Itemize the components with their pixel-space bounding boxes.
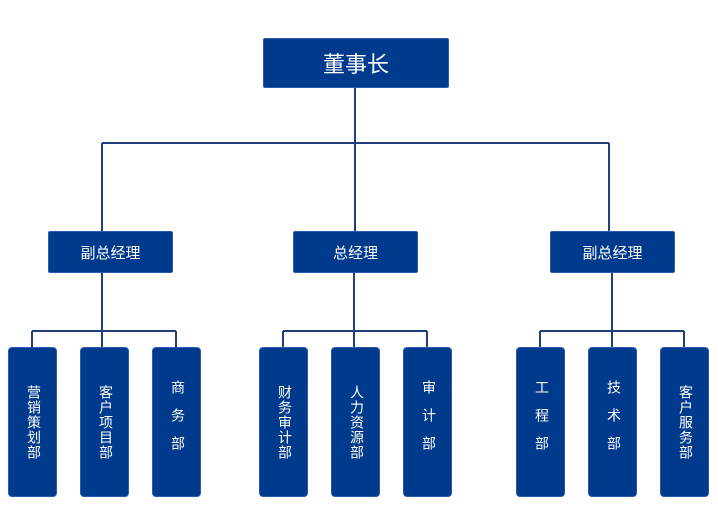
dept-box: 客户项目部 bbox=[80, 347, 129, 497]
dept-box: 审计部 bbox=[403, 347, 452, 497]
dept-label: 人力资源部 bbox=[348, 384, 364, 460]
chairman-label: 董事长 bbox=[322, 53, 389, 78]
dept-label: 营销策划部 bbox=[25, 384, 41, 460]
dept-box: 营销策划部 bbox=[8, 347, 57, 497]
dept-label: 技术部 bbox=[605, 380, 621, 464]
manager-label: 总经理 bbox=[332, 243, 378, 262]
manager-box-center: 总经理 bbox=[293, 231, 418, 273]
dept-label: 商务部 bbox=[169, 380, 185, 464]
dept-box: 工程部 bbox=[516, 347, 565, 497]
dept-box: 客户服务部 bbox=[660, 347, 709, 497]
dept-box: 人力资源部 bbox=[331, 347, 380, 497]
dept-label: 财务审计部 bbox=[276, 384, 292, 460]
manager-box-left: 副总经理 bbox=[48, 231, 173, 273]
dept-label: 审计部 bbox=[420, 380, 436, 464]
dept-box: 财务审计部 bbox=[259, 347, 308, 497]
dept-box: 技术部 bbox=[588, 347, 637, 497]
dept-box: 商务部 bbox=[152, 347, 201, 497]
dept-label: 客户项目部 bbox=[97, 384, 113, 460]
dept-label: 工程部 bbox=[533, 380, 549, 464]
manager-label: 副总经理 bbox=[582, 243, 643, 262]
manager-label: 副总经理 bbox=[80, 243, 141, 262]
manager-box-right: 副总经理 bbox=[550, 231, 675, 273]
dept-label: 客户服务部 bbox=[677, 384, 693, 460]
chairman-box: 董事长 bbox=[263, 38, 449, 88]
